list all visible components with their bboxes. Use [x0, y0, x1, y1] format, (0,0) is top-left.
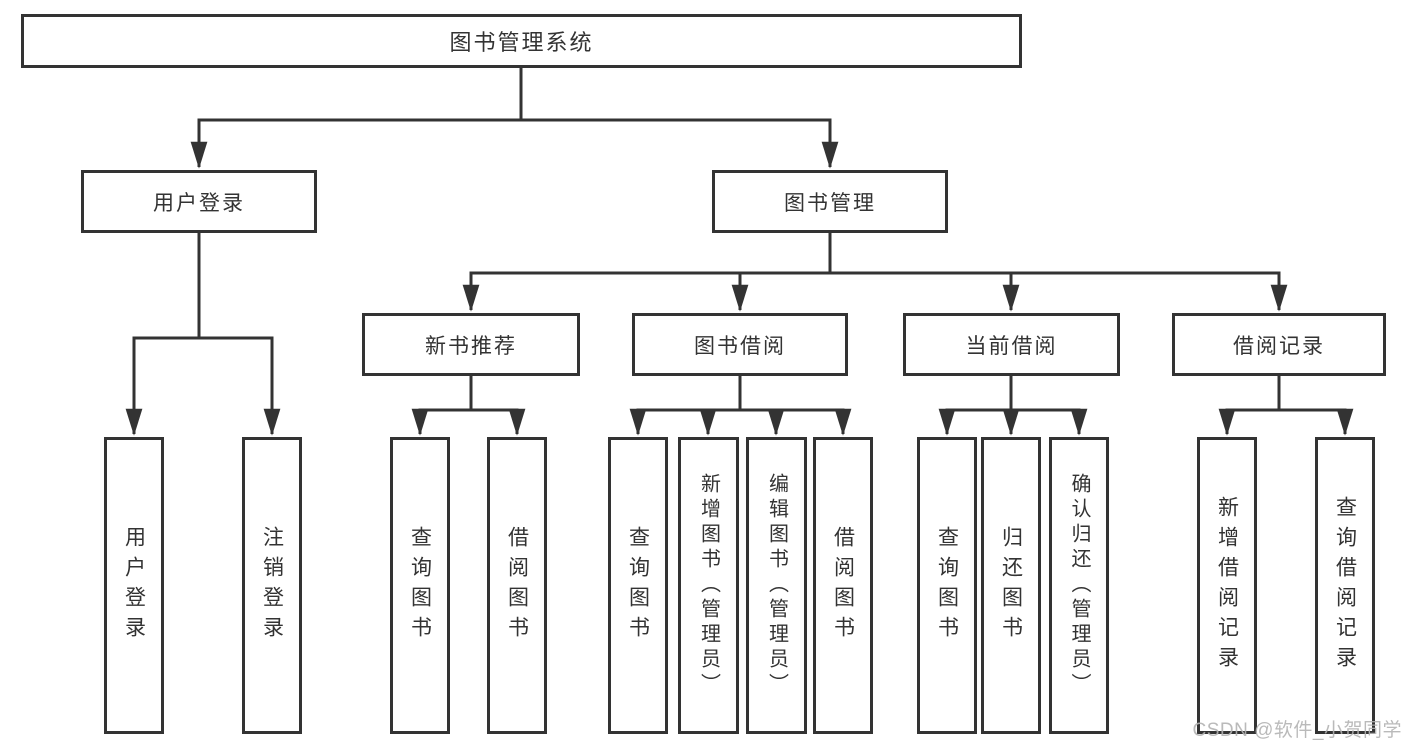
leaf-borrow-books: 借阅图书: [813, 437, 873, 734]
node-label: 编辑图书（管理员）: [765, 473, 788, 698]
node-label: 图书管理: [784, 191, 876, 215]
node-label: 注销登录: [260, 525, 284, 646]
node-label: 归还图书: [999, 525, 1023, 646]
connector-current-borrowing-to-leaves: [938, 376, 1088, 436]
node-book-borrowing: 图书借阅: [632, 313, 848, 376]
node-user-login-branch: 用户登录: [81, 170, 317, 233]
leaf-confirm-return-admin: 确认归还（管理员）: [1049, 437, 1109, 734]
connector-book-management-to-level3: [462, 233, 1288, 312]
leaf-add-borrow-record: 新增借阅记录: [1197, 437, 1257, 734]
node-label: 借阅图书: [505, 525, 529, 646]
leaf-user-login: 用户登录: [104, 437, 164, 734]
leaf-query-books-recommend: 查询图书: [390, 437, 450, 734]
connector-user-login-to-leaves: [125, 233, 281, 436]
node-label: 当前借阅: [965, 334, 1058, 358]
node-borrowing-records: 借阅记录: [1172, 313, 1386, 376]
connector-new-book-recommend-to-leaves: [411, 376, 526, 436]
leaf-edit-books-admin: 编辑图书（管理员）: [746, 437, 807, 734]
leaf-borrow-books-recommend: 借阅图书: [487, 437, 547, 734]
node-label: 查询图书: [935, 525, 959, 646]
node-book-management-branch: 图书管理: [712, 170, 948, 233]
node-label: 新书推荐: [425, 334, 517, 358]
node-root-library-management-system: 图书管理系统: [21, 14, 1022, 68]
node-label: 新增图书（管理员）: [697, 473, 720, 698]
leaf-query-borrow-record: 查询借阅记录: [1315, 437, 1375, 734]
connector-book-borrowing-to-leaves: [629, 376, 852, 436]
leaf-logout: 注销登录: [242, 437, 302, 734]
node-label: 查询图书: [626, 525, 650, 646]
connector-borrowing-records-to-leaves: [1218, 376, 1354, 436]
node-label: 查询图书: [408, 525, 432, 646]
leaf-return-books: 归还图书: [981, 437, 1041, 734]
leaf-add-books-admin: 新增图书（管理员）: [678, 437, 739, 734]
csdn-watermark: CSDN @软件_小贺同学: [1192, 720, 1402, 741]
node-label: 新增借阅记录: [1215, 495, 1239, 676]
node-label: 图书管理系统: [449, 30, 594, 55]
node-label: 用户登录: [122, 525, 146, 646]
node-label: 用户登录: [153, 191, 245, 215]
node-label: 借阅记录: [1233, 334, 1325, 358]
node-current-borrowing: 当前借阅: [903, 313, 1120, 376]
node-label: 确认归还（管理员）: [1068, 473, 1090, 698]
node-label: 图书借阅: [694, 334, 786, 358]
node-label: 借阅图书: [831, 525, 855, 646]
node-label: 查询借阅记录: [1333, 495, 1357, 676]
leaf-query-books-current: 查询图书: [917, 437, 977, 734]
leaf-query-books-borrowing: 查询图书: [608, 437, 668, 734]
node-new-book-recommend: 新书推荐: [362, 313, 580, 376]
connector-root-to-level2: [190, 68, 839, 169]
